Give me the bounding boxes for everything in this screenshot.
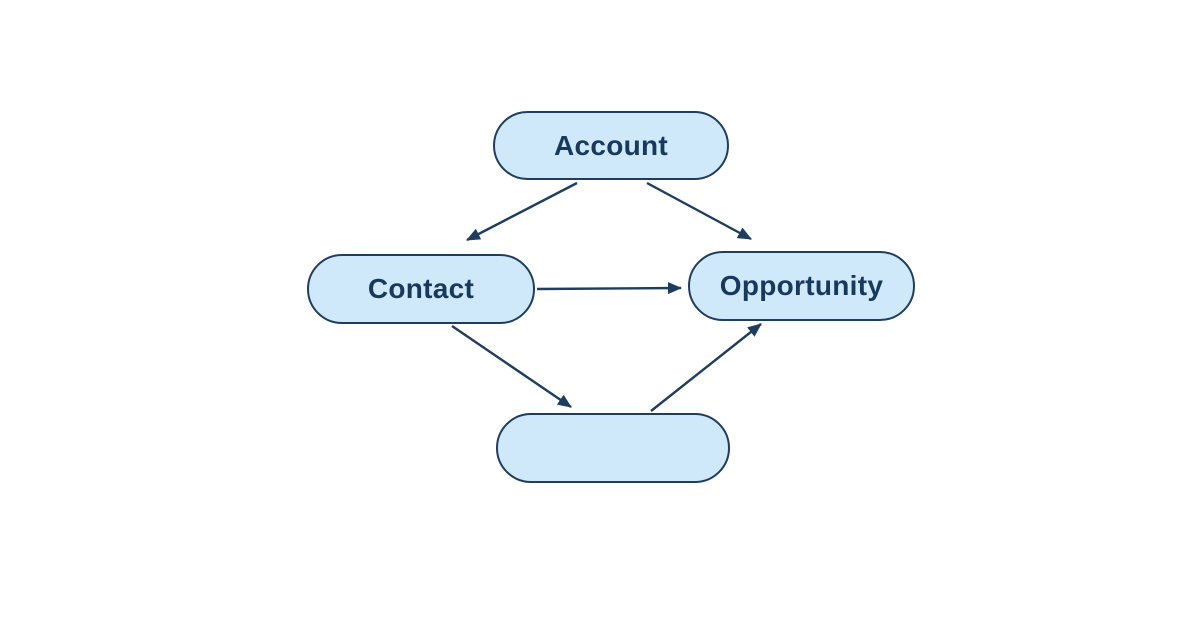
node-account-label: Account: [553, 129, 669, 161]
node-opportunity: Opportunity: [688, 251, 915, 321]
edge-account-to-opportunity: [646, 181, 752, 241]
node-unlabeled: [496, 413, 730, 483]
edge-contact-to-opportunity: [536, 282, 682, 295]
node-contact: Contact: [307, 254, 535, 324]
edge-unlabeled-to-opportunity: [650, 323, 762, 412]
node-opportunity-label: Opportunity: [719, 270, 884, 301]
node-contact-label: Contact: [367, 273, 475, 304]
edge-account-to-contact: [466, 181, 578, 242]
node-account: Account: [493, 111, 729, 180]
edge-contact-to-unlabeled: [451, 325, 572, 408]
